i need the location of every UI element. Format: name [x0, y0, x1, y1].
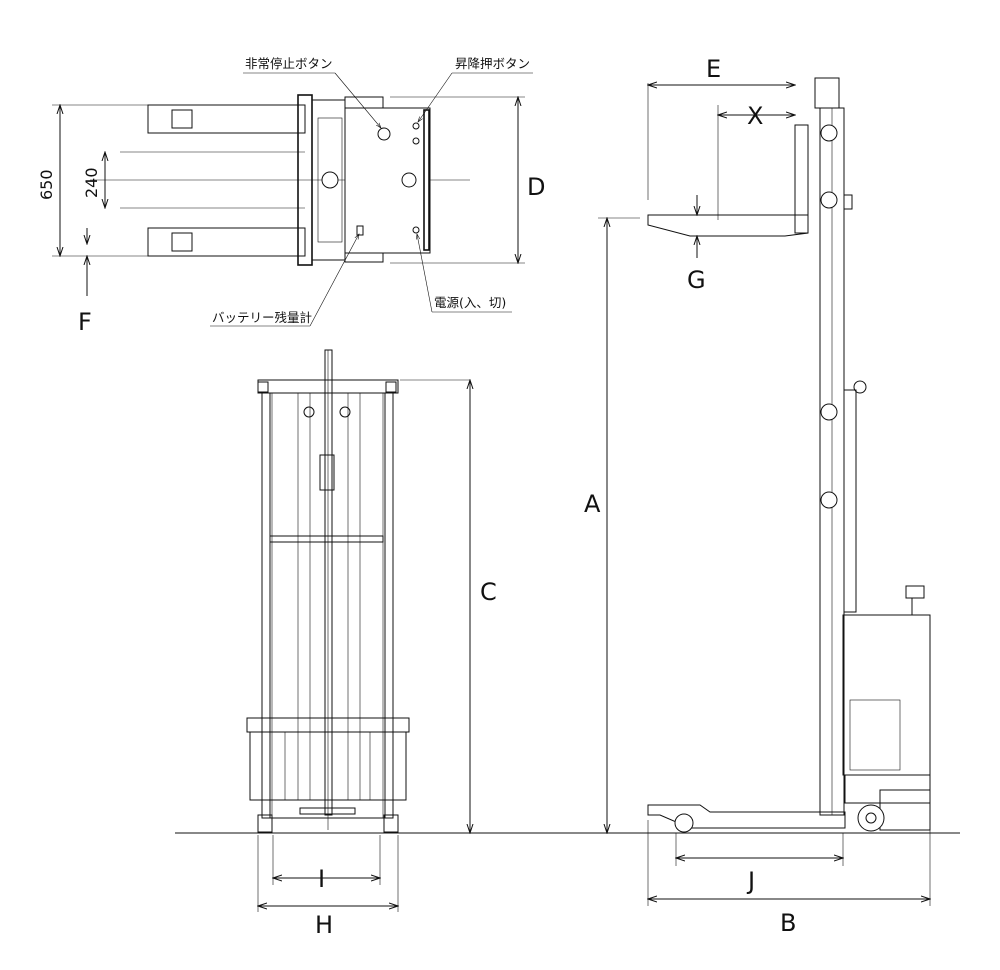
fork-side: [647, 214, 809, 237]
dim-650: 650: [37, 169, 56, 200]
label-power-switch: 電源(入、切): [434, 295, 506, 310]
dim-A: A: [584, 490, 601, 518]
leg: [647, 804, 846, 829]
dim-J: J: [746, 867, 755, 895]
dim-C: C: [480, 578, 497, 606]
dim-X: X: [747, 102, 763, 130]
fork-top: [147, 104, 306, 134]
dim-G: G: [687, 266, 706, 294]
top-view: D 650 240 F 非常停止ボタン 昇降押ボタン バッテリー残量計 電源(入…: [37, 56, 545, 336]
dim-F: F: [78, 308, 92, 336]
dim-D: D: [527, 173, 545, 201]
fork-bottom: [147, 227, 306, 257]
dim-240: 240: [82, 167, 101, 198]
label-lift-button: 昇降押ボタン: [455, 56, 530, 71]
battery-box: [842, 614, 931, 776]
label-emergency-stop: 非常停止ボタン: [245, 56, 333, 71]
dim-I: I: [318, 865, 325, 893]
backrest: [794, 124, 809, 234]
front-view: C I H: [175, 349, 960, 939]
dim-B: B: [780, 909, 796, 937]
drive-wheel: [857, 804, 885, 832]
side-view: E X G A J B: [584, 55, 930, 937]
dim-E: E: [706, 55, 721, 83]
emergency-stop-button: [377, 127, 391, 141]
dim-H: H: [315, 911, 333, 939]
load-wheel: [674, 813, 694, 833]
label-battery-gauge: バッテリー残量計: [212, 310, 312, 325]
